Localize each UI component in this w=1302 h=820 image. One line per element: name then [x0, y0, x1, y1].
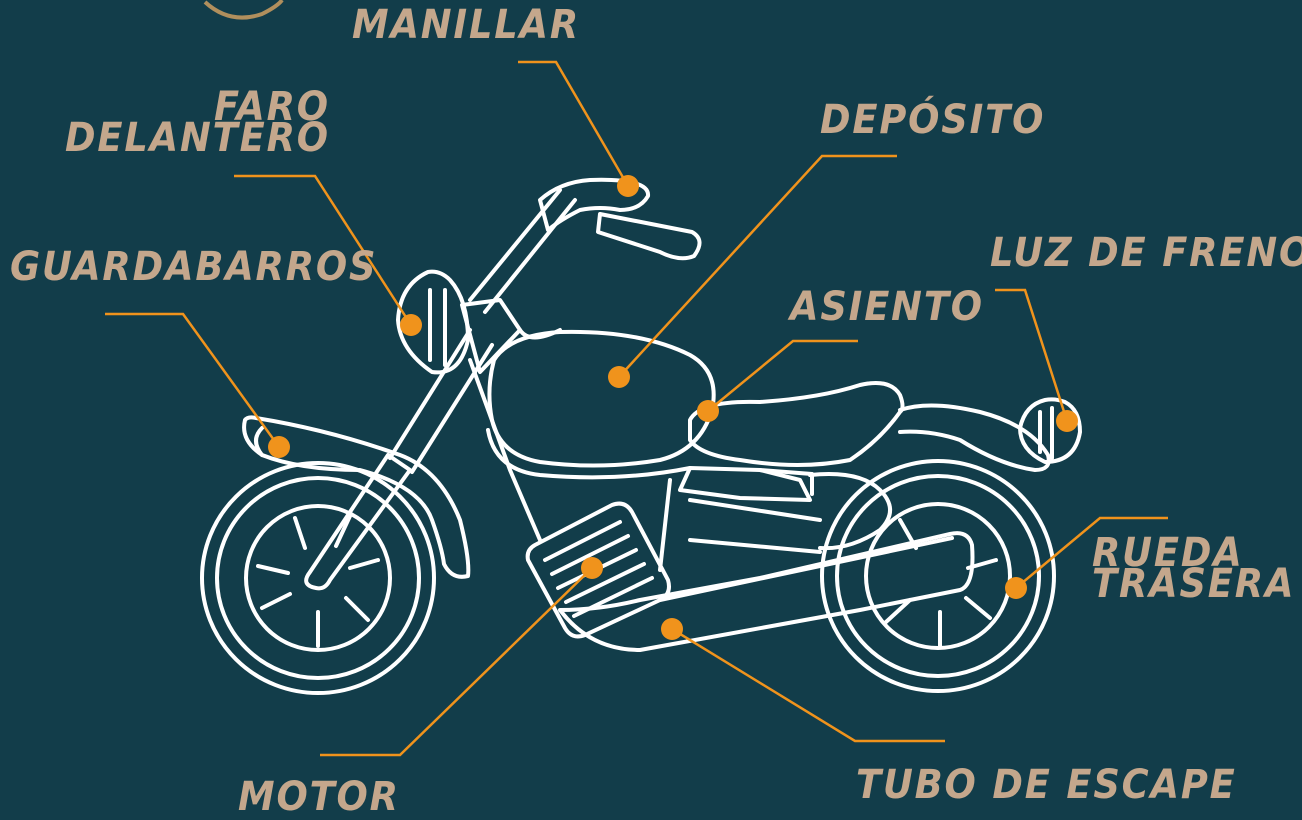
faro-line2-text: DELANTERO — [65, 123, 330, 154]
motor-text: MOTOR — [238, 782, 400, 813]
fuel-tank — [489, 332, 713, 466]
marker-dot-motor — [581, 557, 603, 579]
manillar-text: MANILLAR — [352, 10, 580, 41]
leader-line-motor — [320, 568, 592, 755]
label-deposito: DEPÓSITO — [820, 105, 1045, 136]
marker-dot-guardabarros — [268, 436, 290, 458]
marker-dot-asiento — [697, 400, 719, 422]
marker-dot-faro-delantero — [400, 314, 422, 336]
leader-line-manillar — [518, 62, 628, 186]
tubo-de-escape-text: TUBO DE ESCAPE — [856, 770, 1237, 801]
deposito-text: DEPÓSITO — [820, 105, 1045, 136]
label-luz-de-freno: LUZ DE FRENO — [990, 238, 1302, 269]
rear-wheel — [822, 461, 1054, 691]
label-manillar: MANILLAR — [352, 10, 580, 41]
label-rueda-trasera: RUEDA TRASERA — [1092, 538, 1295, 600]
luz-de-freno-text: LUZ DE FRENO — [990, 238, 1302, 269]
rueda-line2-text: TRASERA — [1092, 569, 1295, 600]
front-wheel — [202, 463, 434, 693]
asiento-text: ASIENTO — [790, 292, 984, 323]
seat — [690, 383, 903, 465]
marker-dot-rueda-trasera — [1005, 577, 1027, 599]
label-guardabarros: GUARDABARROS — [10, 252, 377, 283]
marker-dot-tubo-de-escape — [661, 618, 683, 640]
gear-logo-fragment — [205, 0, 282, 18]
front-fork — [306, 455, 410, 588]
marker-dot-deposito — [608, 366, 630, 388]
label-tubo-de-escape: TUBO DE ESCAPE — [856, 770, 1237, 801]
label-faro-delantero: FARO DELANTERO — [65, 92, 330, 154]
label-asiento: ASIENTO — [790, 292, 984, 323]
guardabarros-text: GUARDABARROS — [10, 252, 377, 283]
marker-dot-manillar — [617, 175, 639, 197]
leader-line-guardabarros — [105, 314, 279, 447]
marker-dot-luz-de-freno — [1056, 410, 1078, 432]
label-motor: MOTOR — [238, 782, 400, 813]
